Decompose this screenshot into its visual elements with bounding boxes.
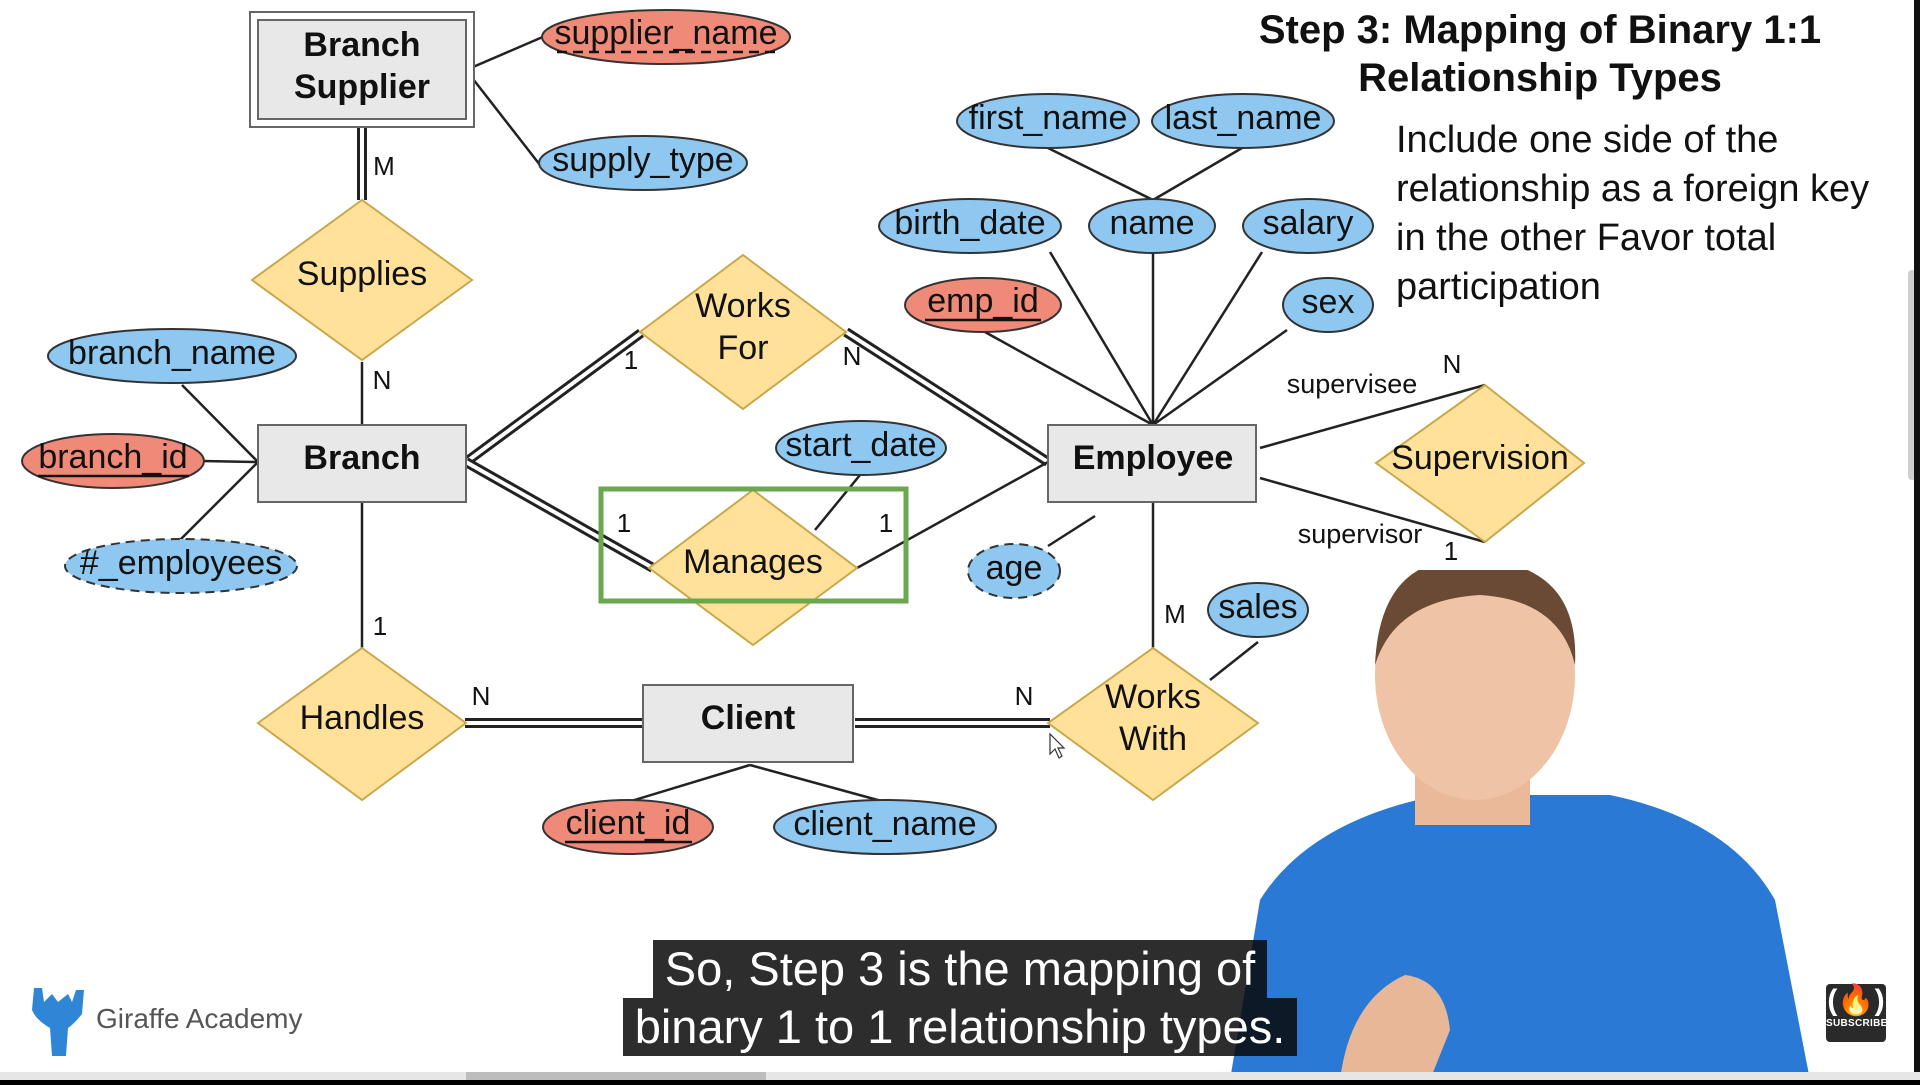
attribute-name-label: name	[1109, 204, 1194, 242]
attribute-branch-id: branch_id	[21, 433, 205, 489]
attribute-supplier-name-label: supplier_name	[554, 14, 777, 52]
cardinality-manages-employee: 1	[879, 508, 893, 538]
entity-branch-label: Branch	[303, 439, 420, 477]
attribute-first-name-label: first_name	[969, 99, 1128, 137]
entity-client: Client	[642, 684, 854, 763]
cardinality-supervision-bottom: 1	[1444, 536, 1458, 566]
window-edge	[1914, 0, 1920, 1080]
subscribe-button[interactable]: (🔥) SUBSCRIBE	[1826, 984, 1888, 1042]
cardinality-workswith-employee: M	[1164, 599, 1186, 629]
relationship-supplies-label: Supplies	[297, 255, 427, 293]
attribute-sex-label: sex	[1302, 283, 1355, 321]
cardinality-handles-branch: 1	[373, 611, 387, 641]
relationship-works-for-label-1: Works	[695, 287, 791, 325]
cardinality-handles-client: N	[472, 681, 491, 711]
video-progress-thumb[interactable]	[466, 1072, 766, 1080]
relationship-works-with-label-1: Works	[1105, 678, 1201, 716]
cardinality-worksfor-employee: N	[843, 341, 862, 371]
relationship-manages: Manages	[647, 488, 859, 647]
cardinality-supervision-top: N	[1443, 349, 1462, 379]
entity-branch-supplier-label-1: Branch	[303, 26, 420, 64]
manages-highlight-box	[598, 486, 909, 604]
attribute-birth-date-label: birth_date	[894, 204, 1045, 242]
attribute-branch-name: branch_name	[47, 328, 297, 384]
presenter-video	[1230, 570, 1810, 1080]
attribute-start-date: start_date	[775, 420, 947, 476]
relationship-supervision-label: Supervision	[1391, 439, 1569, 477]
attribute-name: name	[1088, 198, 1216, 254]
cardinality-workswith-client: N	[1015, 681, 1034, 711]
cardinality-manages-branch: 1	[617, 508, 631, 538]
giraffe-academy-logo: Giraffe Academy	[24, 980, 302, 1058]
entity-client-label: Client	[701, 699, 795, 737]
attribute-age: age	[967, 543, 1061, 599]
attribute-supply-type: supply_type	[538, 135, 748, 191]
connectors	[179, 34, 1486, 804]
attribute-branch-id-label: branch_id	[38, 438, 187, 476]
presenter-hand	[1340, 975, 1450, 1080]
scrollbar[interactable]	[1908, 270, 1916, 480]
slide-rule-text: Include one side of the relationship as …	[1396, 119, 1870, 308]
attribute-client-id-label: client_id	[566, 804, 691, 842]
relationship-supplies: Supplies	[250, 198, 474, 362]
entity-employee-label: Employee	[1073, 439, 1234, 477]
relationship-handles-label: Handles	[300, 699, 425, 737]
attribute-age-label: age	[986, 549, 1043, 587]
relationship-works-with-label-2: With	[1119, 720, 1187, 758]
attribute-sex: sex	[1282, 277, 1374, 333]
role-supervisor: supervisor	[1298, 519, 1423, 549]
role-supervisee: supervisee	[1287, 369, 1418, 399]
relationship-manages-label: Manages	[683, 543, 823, 581]
attribute-emp-id-label: emp_id	[927, 282, 1039, 320]
presenter-face	[1375, 570, 1575, 800]
attribute-client-name: client_name	[773, 799, 997, 855]
slide-title: Step 3: Mapping of Binary 1:1 Relationsh…	[1230, 6, 1850, 102]
relationship-works-for-label-2: For	[718, 329, 769, 367]
entity-branch-supplier-label-2: Supplier	[294, 68, 430, 106]
freecodecamp-subscribe-icon: (🔥)	[1827, 984, 1885, 1017]
attribute-last-name-label: last_name	[1165, 99, 1322, 137]
caption-line-2: binary 1 to 1 relationship types.	[622, 998, 1298, 1056]
attribute-emp-id: emp_id	[904, 277, 1062, 333]
slide-title-line-2: Relationship Types	[1358, 56, 1722, 100]
entity-branch: Branch	[257, 424, 467, 503]
cardinality-supplies-bs: M	[373, 151, 395, 181]
relationship-works-for: Works For	[638, 253, 848, 411]
attribute-branch-name-label: branch_name	[68, 334, 276, 372]
attribute-first-name: first_name	[956, 93, 1140, 149]
attribute-salary-label: salary	[1263, 204, 1354, 242]
subscribe-label: SUBSCRIBE	[1826, 1018, 1888, 1029]
attribute-start-date-label: start_date	[785, 426, 936, 464]
logo-text: Giraffe Academy	[96, 1003, 303, 1034]
mouse-cursor-icon	[1049, 732, 1066, 759]
presenter-hair	[1375, 570, 1576, 665]
giraffe-logo-icon	[32, 988, 84, 1056]
attribute-supply-type-label: supply_type	[552, 141, 733, 179]
entity-employee: Employee	[1047, 424, 1257, 503]
attribute-supplier-name: supplier_name	[541, 9, 791, 65]
video-caption: So, Step 3 is the mapping of binary 1 to…	[0, 940, 1920, 1056]
cardinality-supplies-branch: N	[373, 365, 392, 395]
slide-title-line-1: Step 3: Mapping of Binary 1:1	[1258, 8, 1822, 52]
attribute-sales-label: sales	[1218, 588, 1297, 626]
attribute-client-id: client_id	[542, 799, 714, 855]
attribute-last-name: last_name	[1151, 93, 1335, 149]
video-progress-track[interactable]	[0, 1072, 1920, 1080]
entity-branch-supplier: Branch Supplier	[249, 11, 475, 128]
relationship-works-with: Works With	[1046, 646, 1260, 802]
relationship-handles: Handles	[256, 646, 468, 802]
attribute-num-employees: #_employees	[64, 538, 298, 594]
relationship-supervision: Supervision	[1374, 383, 1586, 544]
caption-line-1: So, Step 3 is the mapping of	[652, 940, 1268, 998]
attribute-client-name-label: client_name	[793, 805, 976, 843]
attribute-num-employees-label: #_employees	[80, 544, 282, 582]
attribute-birth-date: birth_date	[878, 198, 1062, 254]
cardinality-worksfor-branch: 1	[624, 345, 638, 375]
attribute-sales: sales	[1207, 582, 1309, 638]
attribute-salary: salary	[1242, 198, 1374, 254]
